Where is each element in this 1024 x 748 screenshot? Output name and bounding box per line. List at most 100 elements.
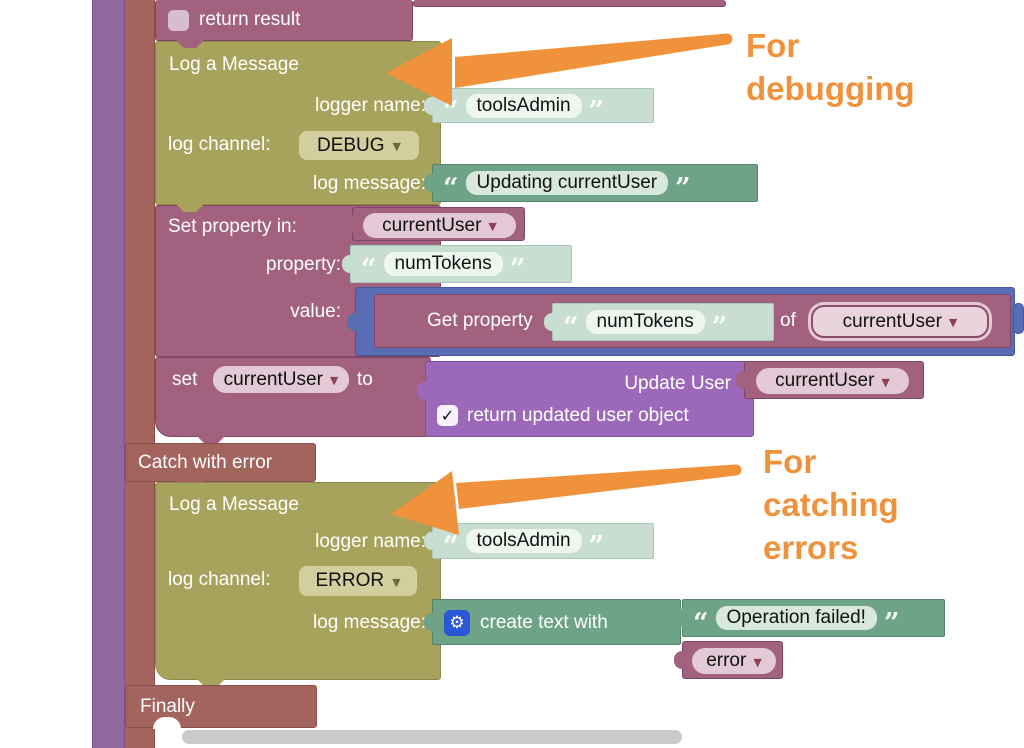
of-label: of — [780, 310, 796, 331]
variable-block-update-user-arg[interactable]: currentUser ▼ — [736, 361, 924, 399]
text-block-logger-name-1[interactable]: “ toolsAdmin ” — [424, 88, 654, 127]
chevron-down-icon: ▼ — [488, 220, 497, 233]
connector-tab — [674, 651, 690, 669]
set-variable-block[interactable]: set currentUser ▼ to — [155, 357, 431, 437]
log-channel-value: ERROR — [315, 570, 385, 591]
operation-failed-field[interactable]: Operation failed! — [715, 606, 877, 630]
variable-block-set-property-object[interactable]: currentUser ▼ — [344, 207, 525, 241]
annotation-for-debugging: For debugging — [746, 27, 915, 107]
log-message-title: Log a Message — [169, 494, 299, 515]
arrow-debugging-tail — [721, 33, 733, 45]
connector-tab — [347, 312, 363, 331]
arrow-debugging-shaft — [455, 33, 727, 88]
statement-connector — [197, 436, 225, 444]
chevron-down-icon: ▼ — [392, 140, 402, 153]
quote-open-icon: “ — [443, 531, 459, 562]
catch-with-error-label: Catch with error — [138, 452, 273, 473]
logger-name-field[interactable]: toolsAdmin — [465, 93, 582, 118]
finally-label: Finally — [140, 696, 195, 717]
try-catch-block-bar[interactable] — [125, 0, 155, 748]
connector-tab — [424, 613, 440, 631]
update-user-block[interactable]: Update User ✓ return updated user object — [417, 361, 754, 437]
quote-close-icon: ” — [588, 531, 605, 562]
connector-tab — [342, 255, 358, 273]
connector-tab — [544, 313, 560, 331]
logger-name-label: logger name: — [315, 531, 426, 552]
chevron-down-icon: ▼ — [753, 655, 762, 669]
update-user-title: Update User — [624, 373, 731, 394]
quote-open-icon: “ — [443, 95, 459, 127]
create-text-block[interactable]: ⚙ create text with — [424, 599, 681, 645]
log-message-label: log message: — [312, 612, 426, 633]
return-result-block[interactable]: return result — [155, 0, 413, 41]
quote-open-icon: “ — [361, 254, 377, 285]
connector-tab — [424, 96, 440, 115]
connector-tab — [736, 371, 752, 389]
set-property-title: Set property in: — [168, 216, 297, 237]
catch-with-error-header[interactable]: Catch with error — [125, 443, 316, 482]
logger-name-label: logger name: — [315, 95, 426, 116]
return-updated-user-label: return updated user object — [467, 405, 689, 426]
error-variable-value: error — [706, 650, 747, 671]
annotation-for-catching-errors: For catching errors — [763, 443, 899, 566]
log-message-field[interactable]: Updating currentUser — [465, 171, 669, 195]
error-variable-dropdown[interactable]: error ▼ — [692, 648, 776, 674]
return-updated-user-checkbox[interactable]: ✓ — [437, 405, 458, 426]
variable-value: currentUser — [223, 368, 323, 390]
object-dropdown[interactable]: currentUser ▼ — [363, 213, 516, 238]
log-channel-label: log channel: — [168, 134, 271, 155]
create-text-label: create text with — [480, 612, 608, 633]
log-channel-dropdown[interactable]: DEBUG ▼ — [299, 131, 419, 160]
text-block-property-name[interactable]: “ numTokens ” — [342, 245, 572, 285]
object-value: currentUser — [842, 310, 942, 332]
quote-open-icon: “ — [693, 608, 709, 639]
log-channel-value: DEBUG — [316, 134, 385, 156]
object-value: currentUser — [382, 214, 482, 236]
finally-header[interactable]: Finally — [125, 685, 317, 729]
set-label: set — [172, 369, 198, 390]
gear-glyph: ⚙ — [449, 613, 465, 633]
horizontal-scrollbar[interactable] — [182, 730, 682, 744]
chevron-down-icon: ▼ — [948, 316, 958, 329]
get-property-block[interactable]: Get property “ numTokens ” of currentUse… — [374, 294, 1011, 348]
outer-wrapper-block-bar[interactable] — [92, 0, 125, 748]
quote-close-icon: ” — [711, 312, 728, 343]
text-block-get-property-name[interactable]: “ numTokens ” — [544, 303, 774, 343]
connector-tab — [417, 382, 433, 400]
connector-tab — [424, 174, 440, 192]
log-channel-dropdown[interactable]: ERROR ▼ — [299, 566, 417, 596]
arrow-catching-tail — [730, 464, 742, 476]
statement-connector — [176, 204, 204, 212]
variable-block-error[interactable]: error ▼ — [674, 641, 783, 679]
logger-name-field[interactable]: toolsAdmin — [465, 529, 582, 553]
log-channel-label: log channel: — [168, 569, 271, 590]
chevron-down-icon: ▼ — [392, 575, 401, 589]
log-message-title: Log a Message — [169, 54, 299, 75]
statement-connector — [197, 679, 225, 687]
return-result-checkbox[interactable] — [168, 10, 189, 31]
quote-close-icon: ” — [509, 254, 526, 285]
arrow-catching-shaft — [456, 464, 736, 509]
mutator-gear-icon[interactable]: ⚙ — [444, 610, 470, 636]
connector-tab — [674, 609, 690, 627]
get-property-field[interactable]: numTokens — [585, 310, 705, 334]
update-user-arg-dropdown[interactable]: currentUser ▼ — [756, 368, 909, 394]
connector-tab — [424, 532, 440, 550]
get-property-label: Get property — [427, 310, 533, 331]
argument-value: currentUser — [775, 370, 875, 391]
text-block-log-message-1[interactable]: “ Updating currentUser ” — [424, 164, 758, 202]
text-block-logger-name-2[interactable]: “ toolsAdmin ” — [424, 523, 654, 562]
block-top-edge-strip[interactable] — [413, 0, 726, 7]
log-message-label: log message: — [312, 173, 426, 194]
log-message-block-1[interactable]: Log a Message logger name: log channel: … — [155, 41, 441, 205]
quote-open-icon: “ — [563, 312, 579, 343]
to-label: to — [357, 369, 373, 390]
return-result-label: return result — [199, 9, 301, 30]
property-field[interactable]: numTokens — [383, 252, 503, 276]
quote-close-icon: ” — [588, 95, 605, 127]
text-block-operation-failed[interactable]: “ Operation failed! ” — [674, 599, 945, 639]
variable-dropdown[interactable]: currentUser ▼ — [213, 366, 349, 393]
log-message-block-2[interactable]: Log a Message logger name: log channel: … — [155, 482, 441, 680]
get-property-object-dropdown[interactable]: currentUser ▼ — [811, 305, 989, 338]
